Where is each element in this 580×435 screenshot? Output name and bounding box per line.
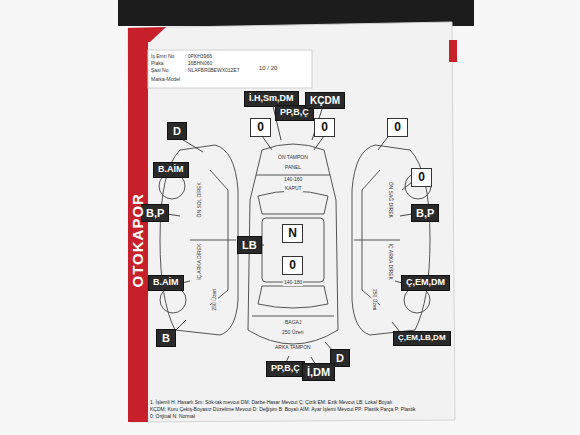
part-label: 250 Üzeri — [212, 288, 218, 311]
code-text: KÇDM — [310, 95, 340, 106]
code-text: B.AİM — [158, 165, 184, 175]
damage-code-box: B.AİM — [153, 162, 189, 178]
code-text: 0 — [255, 121, 266, 134]
part-label: ARKA TAMPON — [274, 345, 312, 351]
code-text: 0 — [416, 171, 427, 184]
damage-code-box: Ç,EM,DM — [401, 275, 450, 291]
part-label: 250 Üzeri — [372, 288, 378, 311]
part-label: İÇ ARKA DİREK — [197, 243, 203, 281]
part-label: 140-180 — [283, 280, 303, 286]
code-text: 0 — [392, 121, 403, 134]
red-stripe — [128, 40, 148, 422]
damage-code-box: KÇDM — [305, 92, 345, 109]
code-text: LB — [242, 239, 257, 251]
code-text: Ç,EM,DM — [406, 278, 445, 288]
part-label: 250 Üzeri — [281, 330, 304, 336]
header-field: : 16BHN060 — [185, 61, 212, 67]
code-text: Ç,EM,LB,DM — [398, 334, 446, 343]
status-code-box: 0 — [250, 118, 271, 137]
header-field: Marka-Model — [151, 77, 180, 83]
status-code-box: 0 — [282, 256, 303, 275]
part-label: İÇ ARKA DİREK — [387, 243, 393, 281]
status-code-box: 0 — [411, 168, 432, 187]
header-field: Şasi No — [151, 68, 169, 74]
damage-code-box: Ç,EM,LB,DM — [393, 331, 451, 346]
header-box — [148, 50, 312, 88]
red-tab — [449, 40, 457, 62]
code-text: B,P — [416, 207, 434, 219]
car-left-side — [159, 145, 238, 335]
damage-code-box: D — [167, 122, 187, 140]
code-text: PP,B,Ç — [271, 364, 300, 374]
damage-code-box: B — [156, 329, 176, 347]
part-label: KAPUT — [284, 186, 303, 192]
code-text: B,P — [146, 207, 164, 219]
code-text: İ.H,Sm,DM — [249, 94, 294, 104]
code-text: D — [335, 352, 345, 364]
code-text: B.AİM — [153, 278, 179, 288]
damage-code-box: LB — [237, 236, 262, 254]
legend-note: 1. İşlemli H: Hasarlı Sm: Sök-tak mevcut… — [150, 400, 392, 406]
damage-code-box: İ,DM — [302, 363, 335, 381]
header-field: : 0PKH3966 — [185, 54, 212, 60]
code-text: PP,B,Ç — [280, 108, 309, 118]
header-field: : NLAFBR0BEWX012E7 — [185, 68, 239, 74]
code-text: 0 — [319, 121, 330, 134]
part-label: ÖN SAĞ DİREK — [387, 181, 393, 219]
part-label: 140-160 — [283, 177, 303, 183]
car-right-side — [352, 145, 431, 335]
code-text: İ,DM — [307, 366, 330, 378]
code-text: D — [172, 125, 182, 137]
legend-note: KÇDM: Kuru Çekiş-Boyasız Düzeltme Mevcut… — [150, 407, 416, 413]
part-label: ÖN TAMPON — [277, 155, 309, 161]
red-corner — [128, 27, 166, 42]
damage-code-box: B,P — [411, 204, 439, 222]
header-field: İş Emri No — [151, 54, 174, 60]
code-text: 0 — [287, 259, 298, 272]
status-code-box: 0 — [387, 118, 408, 137]
header-field: 10 / 20 — [259, 65, 277, 72]
part-label: BAGAJ — [284, 320, 302, 326]
brand-logo: OTOKAPOR — [130, 193, 147, 287]
code-text: N — [287, 227, 298, 240]
paper — [128, 22, 455, 422]
part-label: ÖN SOL DİREK — [197, 181, 203, 218]
legend-note: 0: Orijinal N: Normal — [150, 414, 195, 420]
damage-code-box: B.AİM — [148, 275, 184, 291]
status-code-box: 0 — [314, 118, 335, 137]
header-field: Plaka — [151, 61, 164, 67]
part-label: PANEL — [284, 165, 302, 171]
code-text: B — [161, 332, 171, 344]
status-code-box: N — [282, 224, 303, 243]
damage-code-box: PP,B,Ç — [266, 361, 305, 377]
leader-lines — [167, 106, 412, 365]
